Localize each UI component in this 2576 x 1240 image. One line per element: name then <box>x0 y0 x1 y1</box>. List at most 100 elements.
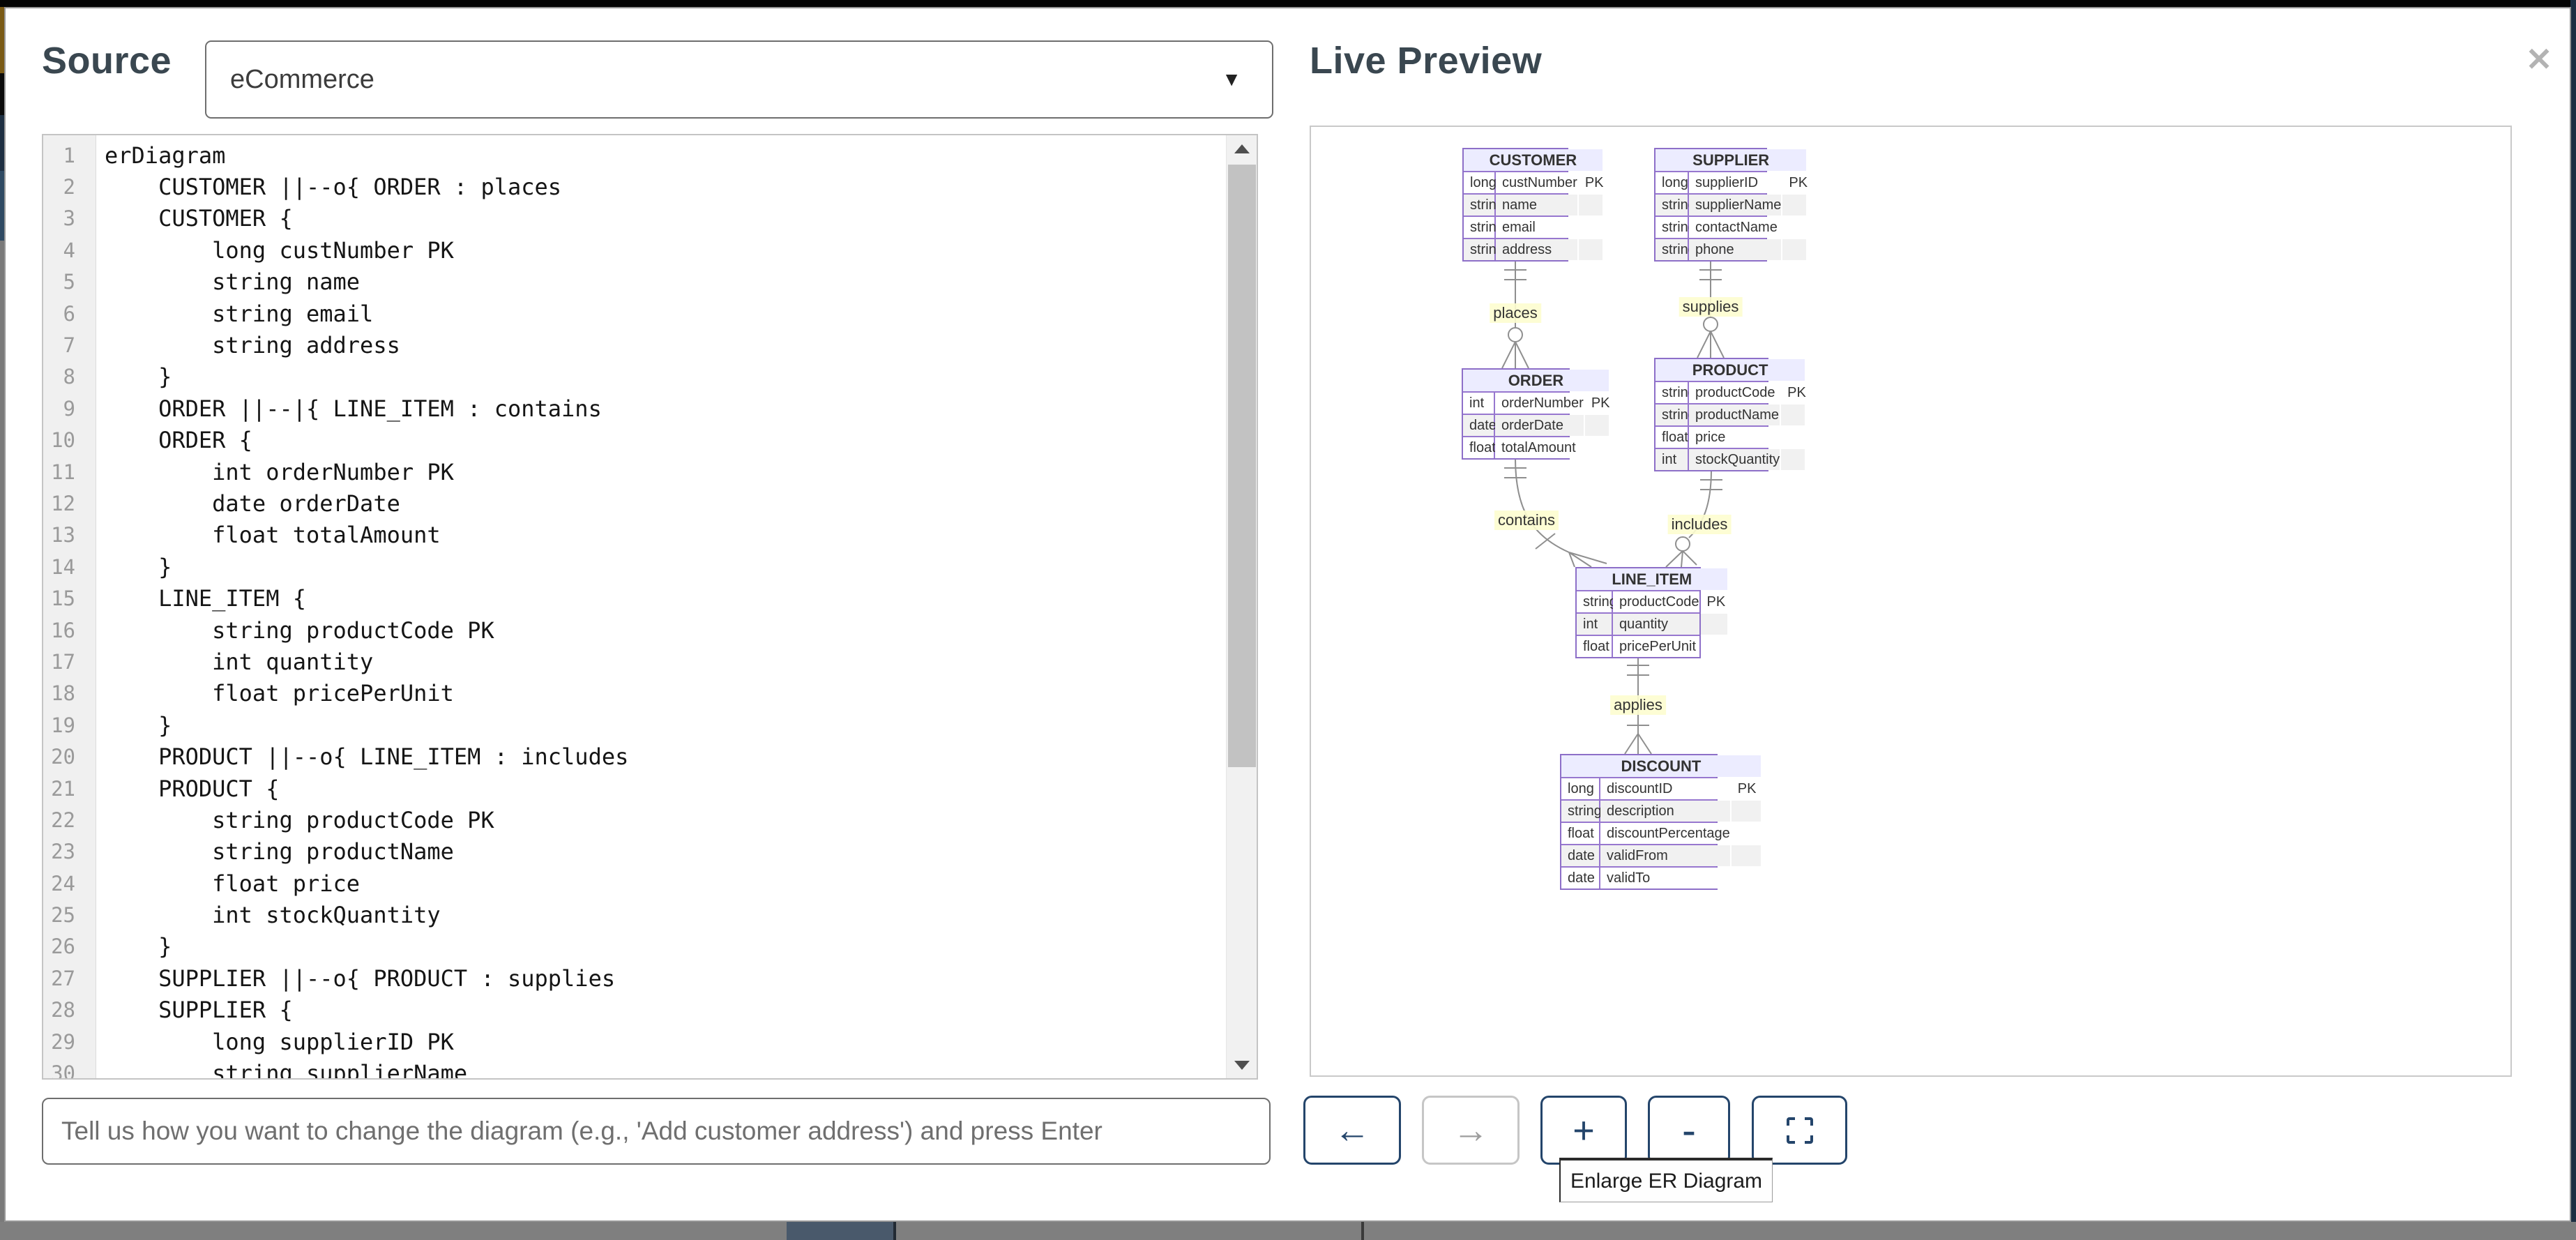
diagram-change-input[interactable] <box>42 1098 1271 1165</box>
attr-type: string <box>1464 195 1504 216</box>
attr-type: date <box>1463 415 1497 436</box>
attr-name: price <box>1689 427 1780 448</box>
attr-type: long <box>1561 778 1599 799</box>
relationship-lines <box>1501 260 1725 755</box>
code-text: float price <box>105 870 361 897</box>
attr-name: supplierID <box>1689 172 1782 193</box>
attr-key <box>1731 823 1761 844</box>
line-number: 28 <box>51 998 75 1022</box>
code-line: 29 long supplierID PK <box>43 1026 1226 1057</box>
code-line: 8 } <box>43 361 1226 393</box>
zoom-out-button[interactable]: - <box>1648 1096 1730 1165</box>
relationship-label-applies: applies <box>1610 695 1666 715</box>
scrollbar-thumb[interactable] <box>1228 165 1256 767</box>
line-number: 29 <box>51 1029 75 1054</box>
line-number: 11 <box>51 460 75 484</box>
attr-type: string <box>1656 195 1696 216</box>
attr-name: productCode <box>1613 591 1699 612</box>
page-edge-divider <box>893 1222 896 1240</box>
line-number: 19 <box>51 713 75 737</box>
code-line: 10 ORDER { <box>43 425 1226 456</box>
code-text: string address <box>105 332 400 359</box>
close-icon[interactable]: ✕ <box>2525 41 2553 77</box>
code-text: long custNumber PK <box>105 236 454 264</box>
line-number: 4 <box>63 238 75 262</box>
code-line: 12 date orderDate <box>43 487 1226 519</box>
code-text: string email <box>105 300 374 327</box>
code-text: } <box>105 553 172 580</box>
code-line: 15 LINE_ITEM { <box>43 582 1226 614</box>
attr-key <box>1782 217 1807 238</box>
attr-type: date <box>1561 868 1599 889</box>
code-text: string supplierName <box>105 1060 468 1080</box>
code-line: 9 ORDER ||--|{ LINE_ITEM : contains <box>43 393 1226 424</box>
code-line: 20 PRODUCT ||--o{ LINE_ITEM : includes <box>43 741 1226 772</box>
line-number: 8 <box>63 365 75 389</box>
code-text: string productCode PK <box>105 617 494 644</box>
triangle-up-icon <box>1234 144 1250 153</box>
code-text: CUSTOMER { <box>105 205 293 232</box>
code-line: 28 SUPPLIER { <box>43 995 1226 1026</box>
attr-type: string <box>1561 801 1602 822</box>
code-line: 4 long custNumber PK <box>43 234 1226 266</box>
scrollbar-up-arrow[interactable] <box>1227 135 1257 162</box>
attr-name: productCode <box>1689 382 1780 403</box>
code-text: } <box>105 933 172 960</box>
forward-arrow-icon: → <box>1453 1110 1489 1151</box>
entity-name: ORDER <box>1463 370 1609 391</box>
code-text: LINE_ITEM { <box>105 585 306 612</box>
attr-name: email <box>1496 217 1577 238</box>
line-number: 1 <box>63 143 75 167</box>
attr-type: date <box>1561 845 1599 866</box>
code-text: ORDER { <box>105 427 252 454</box>
attr-key: PK <box>1578 172 1604 193</box>
line-number: 20 <box>51 745 75 769</box>
redo-button[interactable]: → <box>1422 1096 1520 1165</box>
code-line: 24 float price <box>43 868 1226 899</box>
template-select[interactable]: eCommerce ▼ <box>205 40 1273 119</box>
code-line: 14 } <box>43 551 1226 582</box>
attr-type: string <box>1656 404 1696 425</box>
undo-button[interactable]: ← <box>1303 1096 1401 1165</box>
attr-name: address <box>1496 239 1577 260</box>
attr-key <box>1781 427 1805 448</box>
attr-type: float <box>1463 437 1496 458</box>
code-line: 19 } <box>43 709 1226 741</box>
attr-key: PK <box>1781 382 1806 403</box>
attr-type: string <box>1656 217 1696 238</box>
back-arrow-icon: ← <box>1334 1110 1370 1151</box>
attr-name: name <box>1496 195 1577 216</box>
attr-key <box>1731 845 1761 866</box>
attr-key: PK <box>1782 172 1808 193</box>
relationship-label-includes: includes <box>1667 515 1732 534</box>
enlarge-diagram-button[interactable] <box>1752 1096 1847 1165</box>
code-line: 18 float pricePerUnit <box>43 678 1226 709</box>
attr-name: quantity <box>1613 614 1699 635</box>
line-number: 6 <box>63 301 75 326</box>
page-edge-slate-block <box>787 1222 893 1240</box>
scrollbar-down-arrow[interactable] <box>1227 1052 1257 1078</box>
code-text: PRODUCT { <box>105 775 280 802</box>
code-line: 30 string supplierName <box>43 1057 1226 1080</box>
attr-key <box>1700 636 1727 657</box>
attr-key: PK <box>1731 778 1761 799</box>
zoom-in-button[interactable]: + <box>1540 1096 1627 1165</box>
line-number: 16 <box>51 618 75 642</box>
line-number: 15 <box>51 587 75 611</box>
attr-name: productName <box>1689 404 1780 425</box>
editor-scrollbar[interactable] <box>1226 135 1257 1078</box>
code-line: 17 int quantity <box>43 646 1226 677</box>
line-number: 14 <box>51 554 75 579</box>
page-edge-divider2 <box>1361 1222 1364 1240</box>
page-edge-right <box>2570 0 2576 1240</box>
page-edge-navy2 <box>0 171 5 241</box>
line-number: 3 <box>63 206 75 231</box>
code-line: 2 CUSTOMER ||--o{ ORDER : places <box>43 171 1226 202</box>
